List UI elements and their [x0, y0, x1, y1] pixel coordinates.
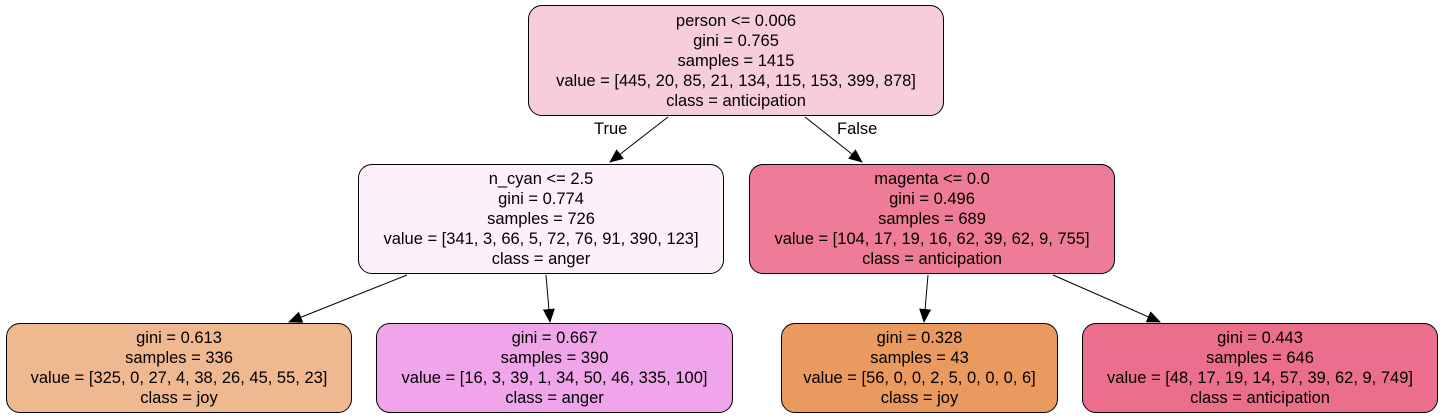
edge-right-to-right-right [1052, 274, 1161, 323]
tree-node-left: n_cyan <= 2.5 gini = 0.774 samples = 726… [358, 164, 724, 274]
node-class: class = joy [880, 389, 959, 407]
node-value: value = [104, 17, 19, 16, 62, 39, 62, 9,… [774, 230, 1090, 248]
edge-label-true: True [594, 120, 628, 138]
node-class: class = anticipation [666, 91, 806, 110]
node-value: value = [48, 17, 19, 14, 57, 39, 62, 9, … [1107, 369, 1413, 387]
node-gini: gini = 0.667 [511, 329, 598, 347]
node-split-rule: magenta <= 0.0 [874, 170, 990, 188]
node-class: class = anticipation [1190, 389, 1330, 407]
edge-root-to-right [804, 116, 863, 163]
tree-leaf-left-left: gini = 0.613 samples = 336 value = [325,… [6, 323, 352, 413]
node-gini: gini = 0.765 [693, 31, 779, 50]
tree-leaf-left-right: gini = 0.667 samples = 390 value = [16, … [376, 323, 733, 413]
node-value: value = [445, 20, 85, 21, 134, 115, 153,… [556, 71, 916, 90]
node-gini: gini = 0.496 [889, 190, 975, 208]
node-samples: samples = 336 [125, 349, 233, 367]
node-class: class = anticipation [862, 250, 1002, 268]
edge-left-to-left-left [288, 274, 408, 323]
node-gini: gini = 0.774 [498, 190, 584, 208]
tree-node-root: person <= 0.006 gini = 0.765 samples = 1… [528, 5, 944, 116]
node-split-rule: person <= 0.006 [675, 11, 797, 30]
edge-root-to-left [609, 116, 669, 163]
tree-node-right: magenta <= 0.0 gini = 0.496 samples = 68… [749, 164, 1115, 274]
node-samples: samples = 1415 [677, 51, 795, 70]
node-samples: samples = 726 [487, 210, 595, 228]
tree-leaf-right-left: gini = 0.328 samples = 43 value = [56, 0… [781, 323, 1058, 413]
node-value: value = [16, 3, 39, 1, 34, 50, 46, 335, … [401, 369, 708, 387]
node-samples: samples = 689 [878, 210, 986, 228]
node-class: class = joy [140, 389, 218, 407]
node-samples: samples = 390 [500, 349, 609, 367]
node-value: value = [325, 0, 27, 4, 38, 26, 45, 55, … [30, 369, 328, 387]
node-value: value = [56, 0, 0, 2, 5, 0, 0, 0, 6] [803, 369, 1036, 387]
node-gini: gini = 0.328 [876, 329, 963, 347]
node-class: class = anger [491, 250, 591, 268]
node-value: value = [341, 3, 66, 5, 72, 76, 91, 390,… [383, 230, 699, 248]
edge-right-to-right-left [919, 274, 932, 323]
node-split-rule: n_cyan <= 2.5 [488, 170, 594, 188]
edge-label-false: False [837, 120, 878, 138]
tree-leaf-right-right: gini = 0.443 samples = 646 value = [48, … [1082, 323, 1438, 413]
node-gini: gini = 0.443 [1217, 329, 1303, 347]
node-samples: samples = 646 [1206, 349, 1314, 367]
edge-left-to-left-right [542, 274, 555, 323]
node-class: class = anger [505, 389, 604, 407]
node-samples: samples = 43 [870, 349, 969, 367]
node-gini: gini = 0.613 [136, 329, 222, 347]
